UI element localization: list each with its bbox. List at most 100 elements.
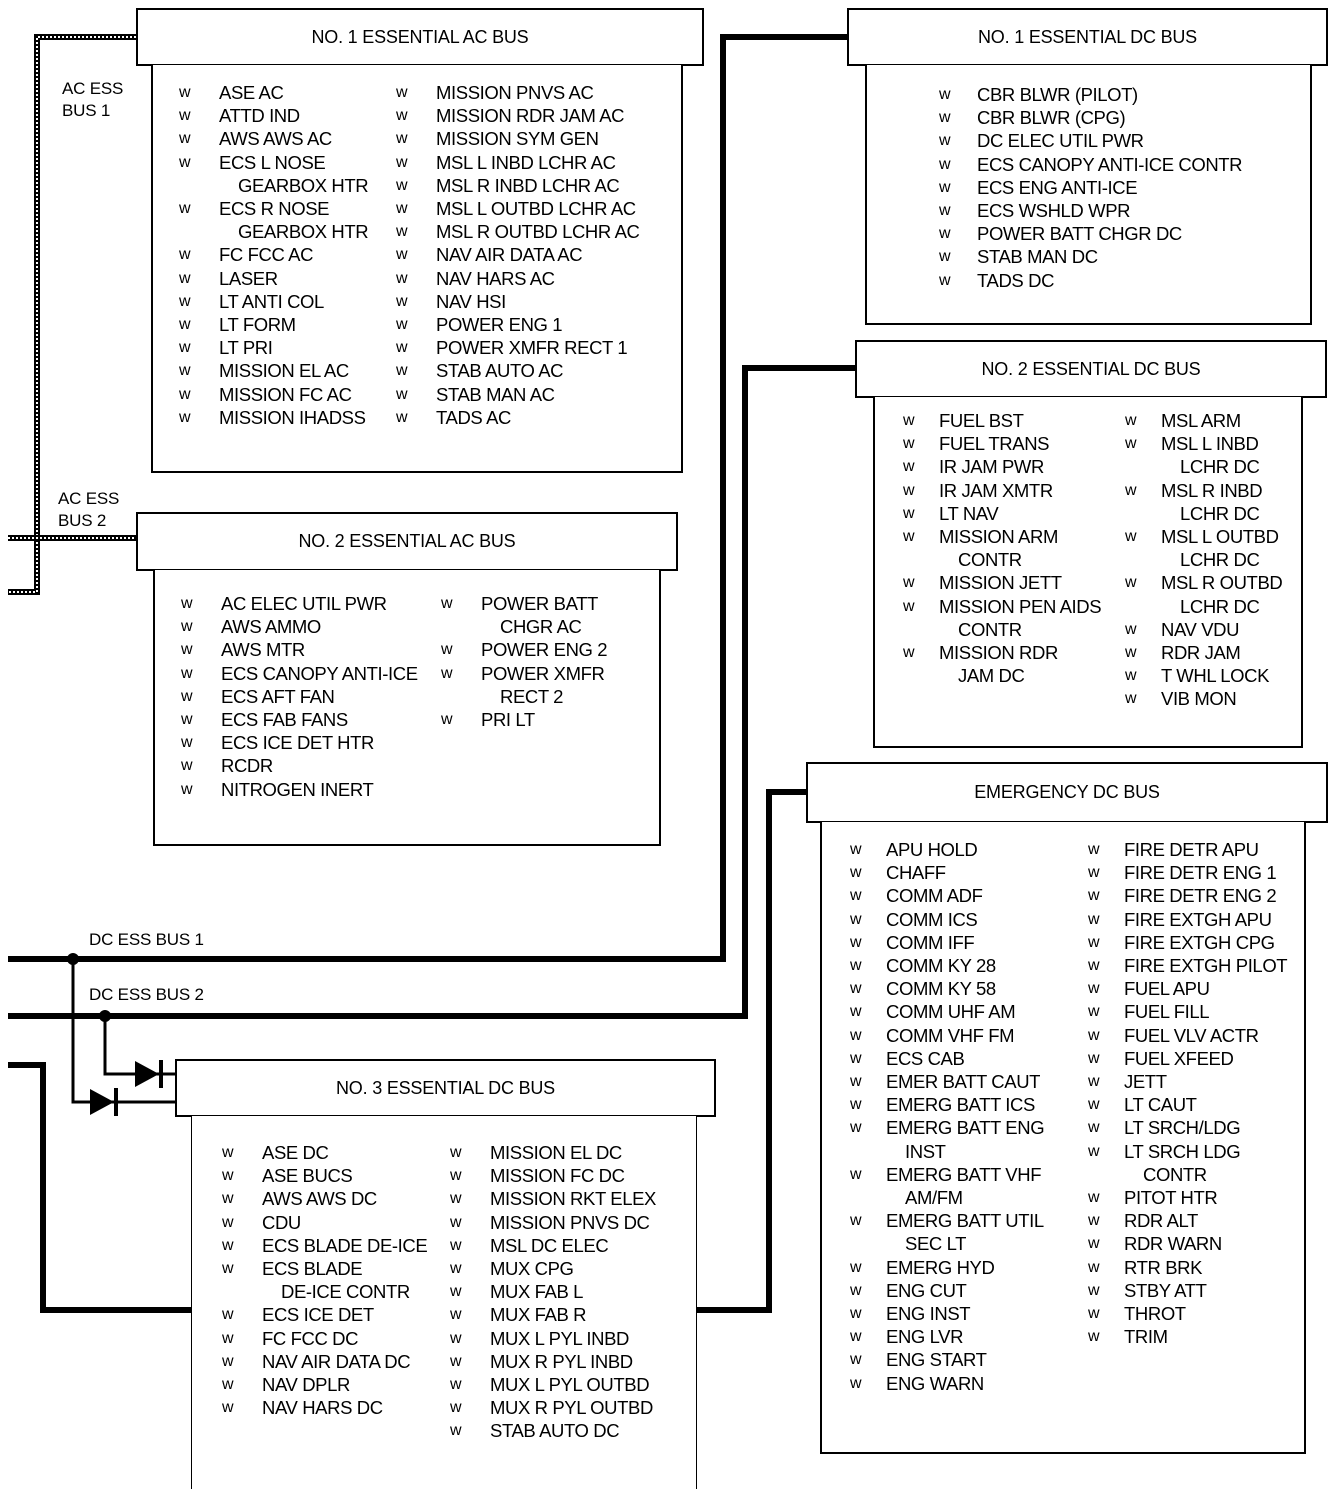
load-marker: w bbox=[179, 107, 191, 125]
load-label: LASER bbox=[219, 267, 278, 289]
load-marker: w bbox=[396, 176, 408, 194]
load-marker: w bbox=[450, 1306, 462, 1324]
dc-ess-bus-1-label: DC ESS BUS 1 bbox=[89, 930, 204, 949]
bus-title: NO. 1 ESSENTIAL AC BUS bbox=[136, 8, 704, 66]
load-marker: w bbox=[1088, 841, 1100, 858]
load-label: CBR BLWR (CPG) bbox=[977, 107, 1126, 129]
load-marker: w bbox=[450, 1399, 462, 1417]
load-item: w LT PRI bbox=[179, 336, 368, 359]
load-label: JAM DC bbox=[958, 665, 1025, 687]
load-label: ECS CANOPY ANTI-ICE CONTR bbox=[977, 153, 1243, 175]
load-marker: w bbox=[903, 574, 915, 592]
load-label: FIRE DETR ENG 2 bbox=[1124, 885, 1277, 907]
load-label: MUX R PYL INBD bbox=[490, 1350, 633, 1372]
load-item: w CBR BLWR (PILOT) bbox=[939, 83, 1242, 106]
load-label: ECS ICE DET HTR bbox=[221, 732, 374, 754]
load-label: LT PRI bbox=[219, 337, 273, 359]
load-label: ECS CANOPY ANTI-ICE bbox=[221, 662, 418, 684]
load-marker: w bbox=[850, 1073, 862, 1091]
load-label: DE-ICE CONTR bbox=[281, 1281, 410, 1303]
load-marker: w bbox=[450, 1167, 462, 1185]
load-marker: w bbox=[850, 841, 862, 858]
load-label: ECS CAB bbox=[886, 1047, 965, 1069]
load-marker: w bbox=[1125, 412, 1137, 429]
load-label: CONTR bbox=[958, 549, 1022, 571]
load-label: MSL R OUTBD bbox=[1161, 572, 1283, 594]
load-marker: w bbox=[181, 711, 193, 729]
load-label: COMM ICS bbox=[886, 908, 978, 930]
load-label: MISSION RKT ELEX bbox=[490, 1188, 656, 1210]
load-label: MUX CPG bbox=[490, 1258, 574, 1280]
load-label: MSL R INBD LCHR AC bbox=[436, 174, 620, 196]
load-marker: w bbox=[903, 644, 915, 662]
load-label: LT SRCH LDG bbox=[1124, 1140, 1241, 1162]
load-label: EMERG BATT ICS bbox=[886, 1094, 1035, 1116]
load-marker: w bbox=[850, 1351, 862, 1369]
load-label: FUEL APU bbox=[1124, 978, 1210, 1000]
load-marker: w bbox=[1088, 1049, 1100, 1067]
load-label: MISSION SYM GEN bbox=[436, 128, 599, 150]
load-label: NAV HSI bbox=[436, 290, 506, 312]
load-marker: w bbox=[450, 1144, 462, 1161]
load-label: MUX R PYL OUTBD bbox=[490, 1397, 653, 1419]
load-label: COMM ADF bbox=[886, 885, 983, 907]
load-marker: w bbox=[450, 1352, 462, 1370]
load-label: EMER BATT CAUT bbox=[886, 1071, 1041, 1093]
load-marker: w bbox=[1088, 957, 1100, 975]
load-marker: w bbox=[850, 1049, 862, 1067]
load-marker: w bbox=[396, 269, 408, 287]
load-label: CBR BLWR (PILOT) bbox=[977, 84, 1138, 105]
dc-ess-bus-1-wire bbox=[8, 34, 847, 962]
load-marker: w bbox=[939, 86, 951, 103]
load-label: MUX FAB R bbox=[490, 1304, 587, 1326]
bus-title: NO. 2 ESSENTIAL DC BUS bbox=[855, 340, 1327, 398]
load-label: THROT bbox=[1124, 1303, 1186, 1325]
load-marker: w bbox=[396, 292, 408, 310]
load-label: NITROGEN INERT bbox=[221, 778, 374, 800]
load-marker: w bbox=[1125, 574, 1137, 592]
load-marker: w bbox=[903, 481, 915, 499]
load-marker: w bbox=[222, 1190, 234, 1208]
ac-ess-bus-1-wire bbox=[8, 34, 136, 595]
load-marker: w bbox=[396, 153, 408, 171]
load-label: EMERG HYD bbox=[886, 1256, 995, 1278]
load-marker: w bbox=[222, 1329, 234, 1347]
load-label: DC ELEC UTIL PWR bbox=[977, 130, 1144, 152]
load-marker: w bbox=[1088, 864, 1100, 882]
load-marker: w bbox=[441, 595, 453, 612]
load-label: STBY ATT bbox=[1124, 1279, 1207, 1301]
load-marker: w bbox=[850, 957, 862, 975]
load-marker: w bbox=[179, 339, 191, 357]
load-marker: w bbox=[850, 1374, 862, 1392]
load-label: MISSION FC AC bbox=[219, 383, 352, 405]
load-label: TADS AC bbox=[436, 406, 511, 428]
load-marker: w bbox=[1125, 528, 1137, 546]
load-marker: w bbox=[396, 339, 408, 357]
